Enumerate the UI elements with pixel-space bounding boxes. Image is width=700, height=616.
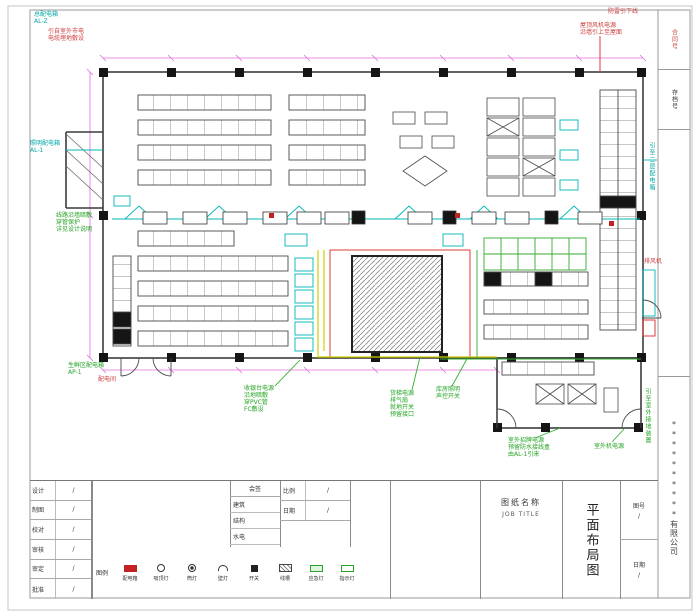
annotation-dist-room: 配电间 [98, 376, 117, 383]
downlight-icon [188, 564, 197, 572]
contract-number-cell: 合同号 [658, 10, 690, 70]
legend-item: 线槽 [273, 563, 297, 582]
right-title-strip: 合同号 存档号 **********有限公司 [658, 10, 690, 598]
annotation-fresh-panel: 生鲜区配电箱 AP-1 [68, 362, 105, 376]
cable-tray-yellow [317, 250, 497, 358]
scale-date-table: 比例/ 日期/ [280, 481, 350, 547]
switch-symbol-icon [250, 564, 258, 572]
table-row: 校对/ [30, 520, 91, 540]
stock-lift [351, 255, 443, 353]
drawing-frame [29, 9, 691, 599]
annotation-lift-note: 货梯电源 排气扇 就地开关 预留接口 [390, 390, 415, 418]
annotation-left-note: 线路沿墙暗敷 穿管保护 详见设计说明 [56, 212, 93, 233]
annotation-roof-fan: 屋顶风机电源 沿墙引上至屋面 [580, 22, 623, 36]
green-lines [274, 237, 641, 443]
table-row: 批准/ [30, 579, 91, 599]
table-row: 日期/ [632, 562, 645, 579]
drawing-name-cell: 图纸名称 JOB TITLE [501, 498, 541, 518]
sheet-frame [7, 5, 693, 611]
entry-ramp-hatch [65, 133, 104, 201]
company-name-cell: **********有限公司 [658, 376, 690, 598]
annotation-lighting-panel: 照明配电箱 AL-1 [30, 140, 61, 154]
annotation-cashier-note: 收银台电源 沿地暗敷 穿PVC管 FC敷设 [244, 385, 275, 413]
annotation-exhaust-fan: 排风机 [644, 258, 663, 265]
ceiling-lamp-icon [157, 564, 166, 572]
exit-sign-icon [340, 564, 354, 572]
panel-symbol-icon [123, 564, 137, 572]
wall-lamp-icon [218, 565, 229, 571]
shelving [112, 89, 637, 376]
table-row: 审定/ [30, 559, 91, 580]
table-row: 审核/ [30, 539, 91, 560]
drawing-title-cell: 平面布局图 [562, 481, 620, 599]
table-row: 日期/ [280, 501, 350, 521]
page-title: 平面布局图 [583, 502, 599, 578]
company-name: **********有限公司 [669, 419, 679, 556]
checkout-counters [142, 210, 603, 225]
annotation-to-2f: 引至二层配电箱 [648, 142, 655, 191]
doors [120, 299, 662, 429]
legend-item: 筒灯 [180, 563, 204, 582]
emergency-lamp-icon [309, 564, 323, 572]
annotation-lightning: 防雷引下线 [608, 8, 639, 15]
trunking-symbol-icon [278, 564, 292, 572]
archive-number-cell: 存档号 [658, 70, 690, 130]
annotation-grounding: 引至室外接地装置 [644, 388, 651, 444]
annotation-main-panel: 总配电箱 AL-Z [34, 11, 59, 25]
signature-table: 设计/ 制图/ 校对/ 审核/ 审定/ 批准/ [30, 481, 92, 599]
title-block: 设计/ 制图/ 校对/ 审核/ 审定/ 批准/ 会签 建筑 结构 水电 比例/ … [30, 480, 658, 599]
table-row: 设计/ [30, 481, 91, 501]
table-row: 图号/ [620, 481, 658, 540]
legend-item: 壁灯 [211, 563, 235, 582]
checkout-line [66, 119, 657, 352]
annotation-sign-note: 室外招牌电源 预留防水接线盒 由AL-1引来 [508, 437, 551, 458]
countersign-table: 会签 建筑 结构 水电 [230, 481, 280, 547]
legend: 图例 配电箱 吸顶灯 筒灯 壁灯 开关 线槽 应急灯 指示灯 [96, 549, 388, 595]
legend-item: 开关 [242, 563, 266, 582]
legend-item: 指示灯 [335, 563, 359, 582]
table-row: 比例/ [280, 481, 350, 501]
legend-item: 配电箱 [118, 563, 142, 582]
table-row: 制图/ [30, 500, 91, 521]
tables [392, 97, 619, 413]
annotation-incoming: 引自室外市电 电缆埋地敷设 [48, 28, 85, 42]
annotation-store-note: 库房照明 声控开关 [436, 386, 461, 400]
core-zone [269, 36, 656, 358]
sheet-number-cell: 图号/ 日期/ [620, 481, 658, 599]
legend-item: 应急灯 [304, 563, 328, 582]
annotation-outdoor-unit: 室外机电源 [594, 443, 625, 450]
legend-item: 吸顶灯 [149, 563, 173, 582]
